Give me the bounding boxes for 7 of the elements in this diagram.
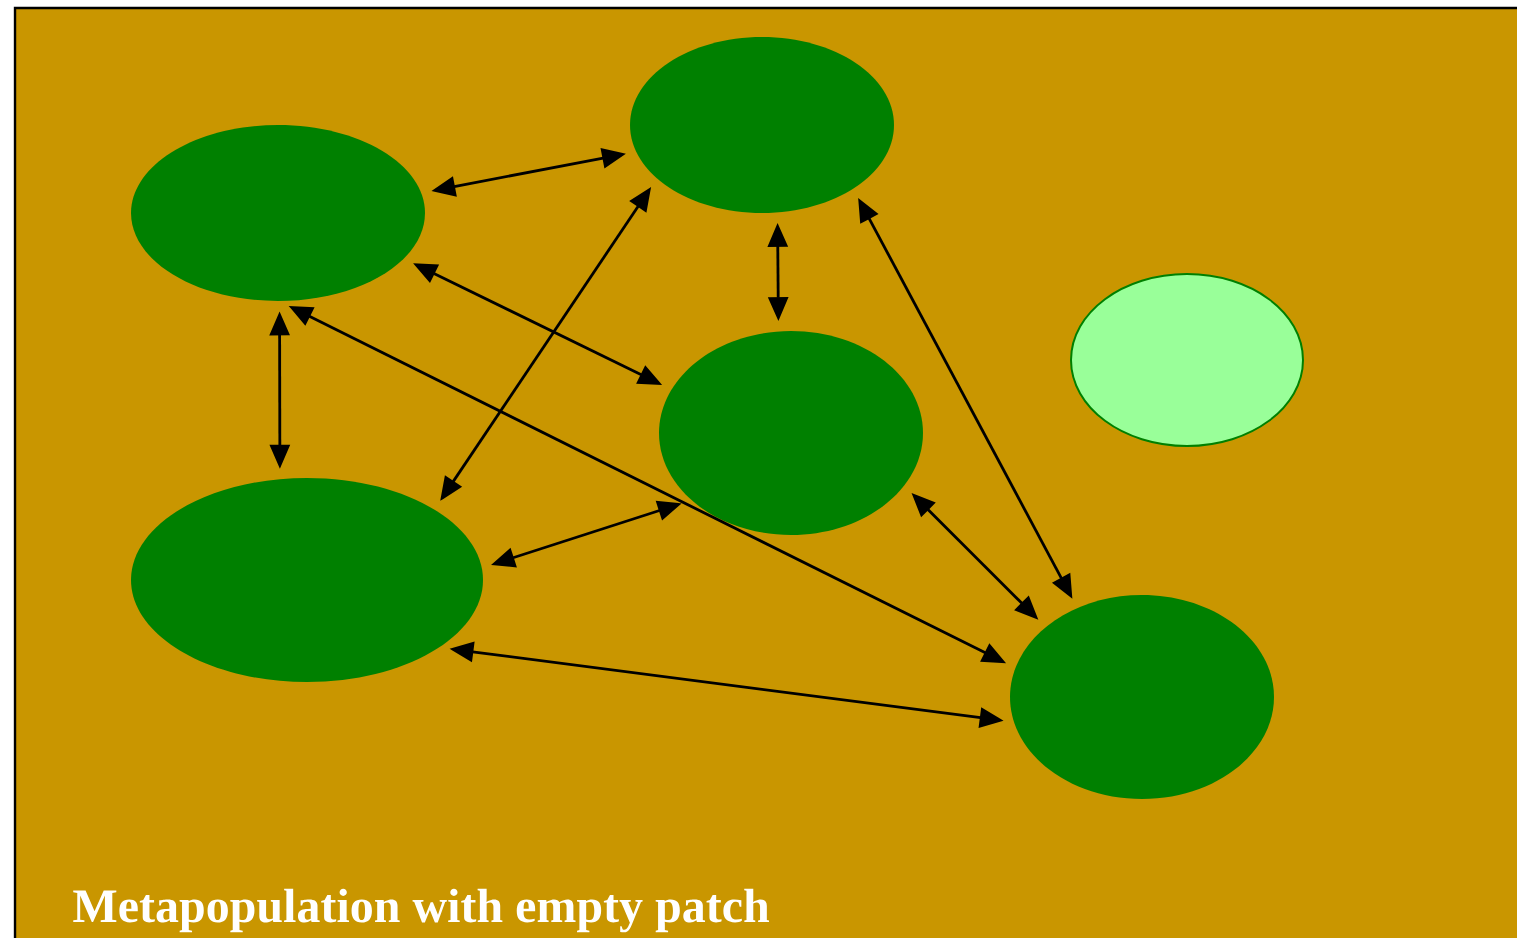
caption: Metapopulation with empty patch [73, 888, 769, 933]
patch-ellipse [131, 478, 483, 682]
patch-ellipse [131, 125, 425, 301]
patch-ellipse [630, 37, 894, 213]
patch-ellipse [659, 331, 923, 535]
patch-ellipse [1010, 595, 1274, 799]
patch-ellipse [1070, 273, 1304, 447]
